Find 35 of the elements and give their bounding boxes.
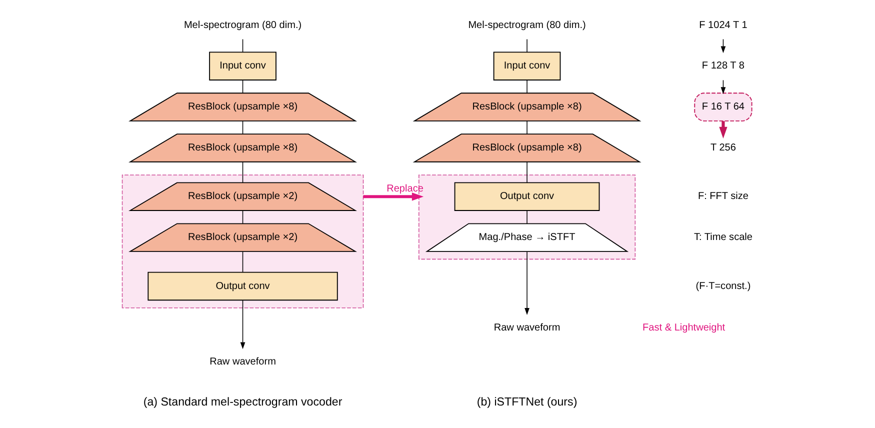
label: (b) iSTFTNet (ours) — [476, 396, 577, 409]
node-box: F 16 T 64 — [694, 92, 752, 122]
arrow — [524, 251, 529, 315]
node-box: Input conv — [492, 52, 560, 80]
node-text: Mel-spectrogram (80 dim.) — [183, 20, 302, 31]
connector — [242, 210, 243, 224]
connector — [526, 120, 527, 134]
node-box: Output conv — [147, 272, 338, 301]
connector — [242, 162, 243, 183]
label: F: FFT size — [697, 191, 748, 202]
node-text: Mel-spectrogram (80 dim.) — [468, 20, 586, 31]
connector — [242, 120, 243, 134]
connector — [526, 38, 527, 52]
label: T: Time scale — [693, 232, 752, 244]
connector — [242, 80, 243, 94]
connector — [242, 251, 243, 273]
connector — [526, 162, 527, 183]
arrow — [240, 300, 245, 350]
arrow — [718, 121, 727, 139]
connector — [242, 38, 243, 52]
connector — [526, 80, 527, 94]
label: (F·T=const.) — [695, 280, 750, 292]
label: Fast & Lightweight — [642, 322, 725, 334]
cluster — [121, 174, 364, 308]
label: (a) Standard mel-spectrogram vocoder — [142, 396, 342, 409]
node-text: Raw waveform — [493, 322, 560, 334]
node-text: T 256 — [710, 142, 736, 154]
node-box: Output conv — [454, 182, 600, 211]
arrow — [362, 192, 424, 201]
connector — [526, 210, 527, 224]
edge-label: Replace — [386, 184, 423, 195]
node-box: Input conv — [208, 52, 276, 80]
node-text: F 1024 T 1 — [698, 20, 747, 31]
node-text: Raw waveform — [209, 356, 276, 368]
node-text: F 128 T 8 — [701, 60, 744, 72]
